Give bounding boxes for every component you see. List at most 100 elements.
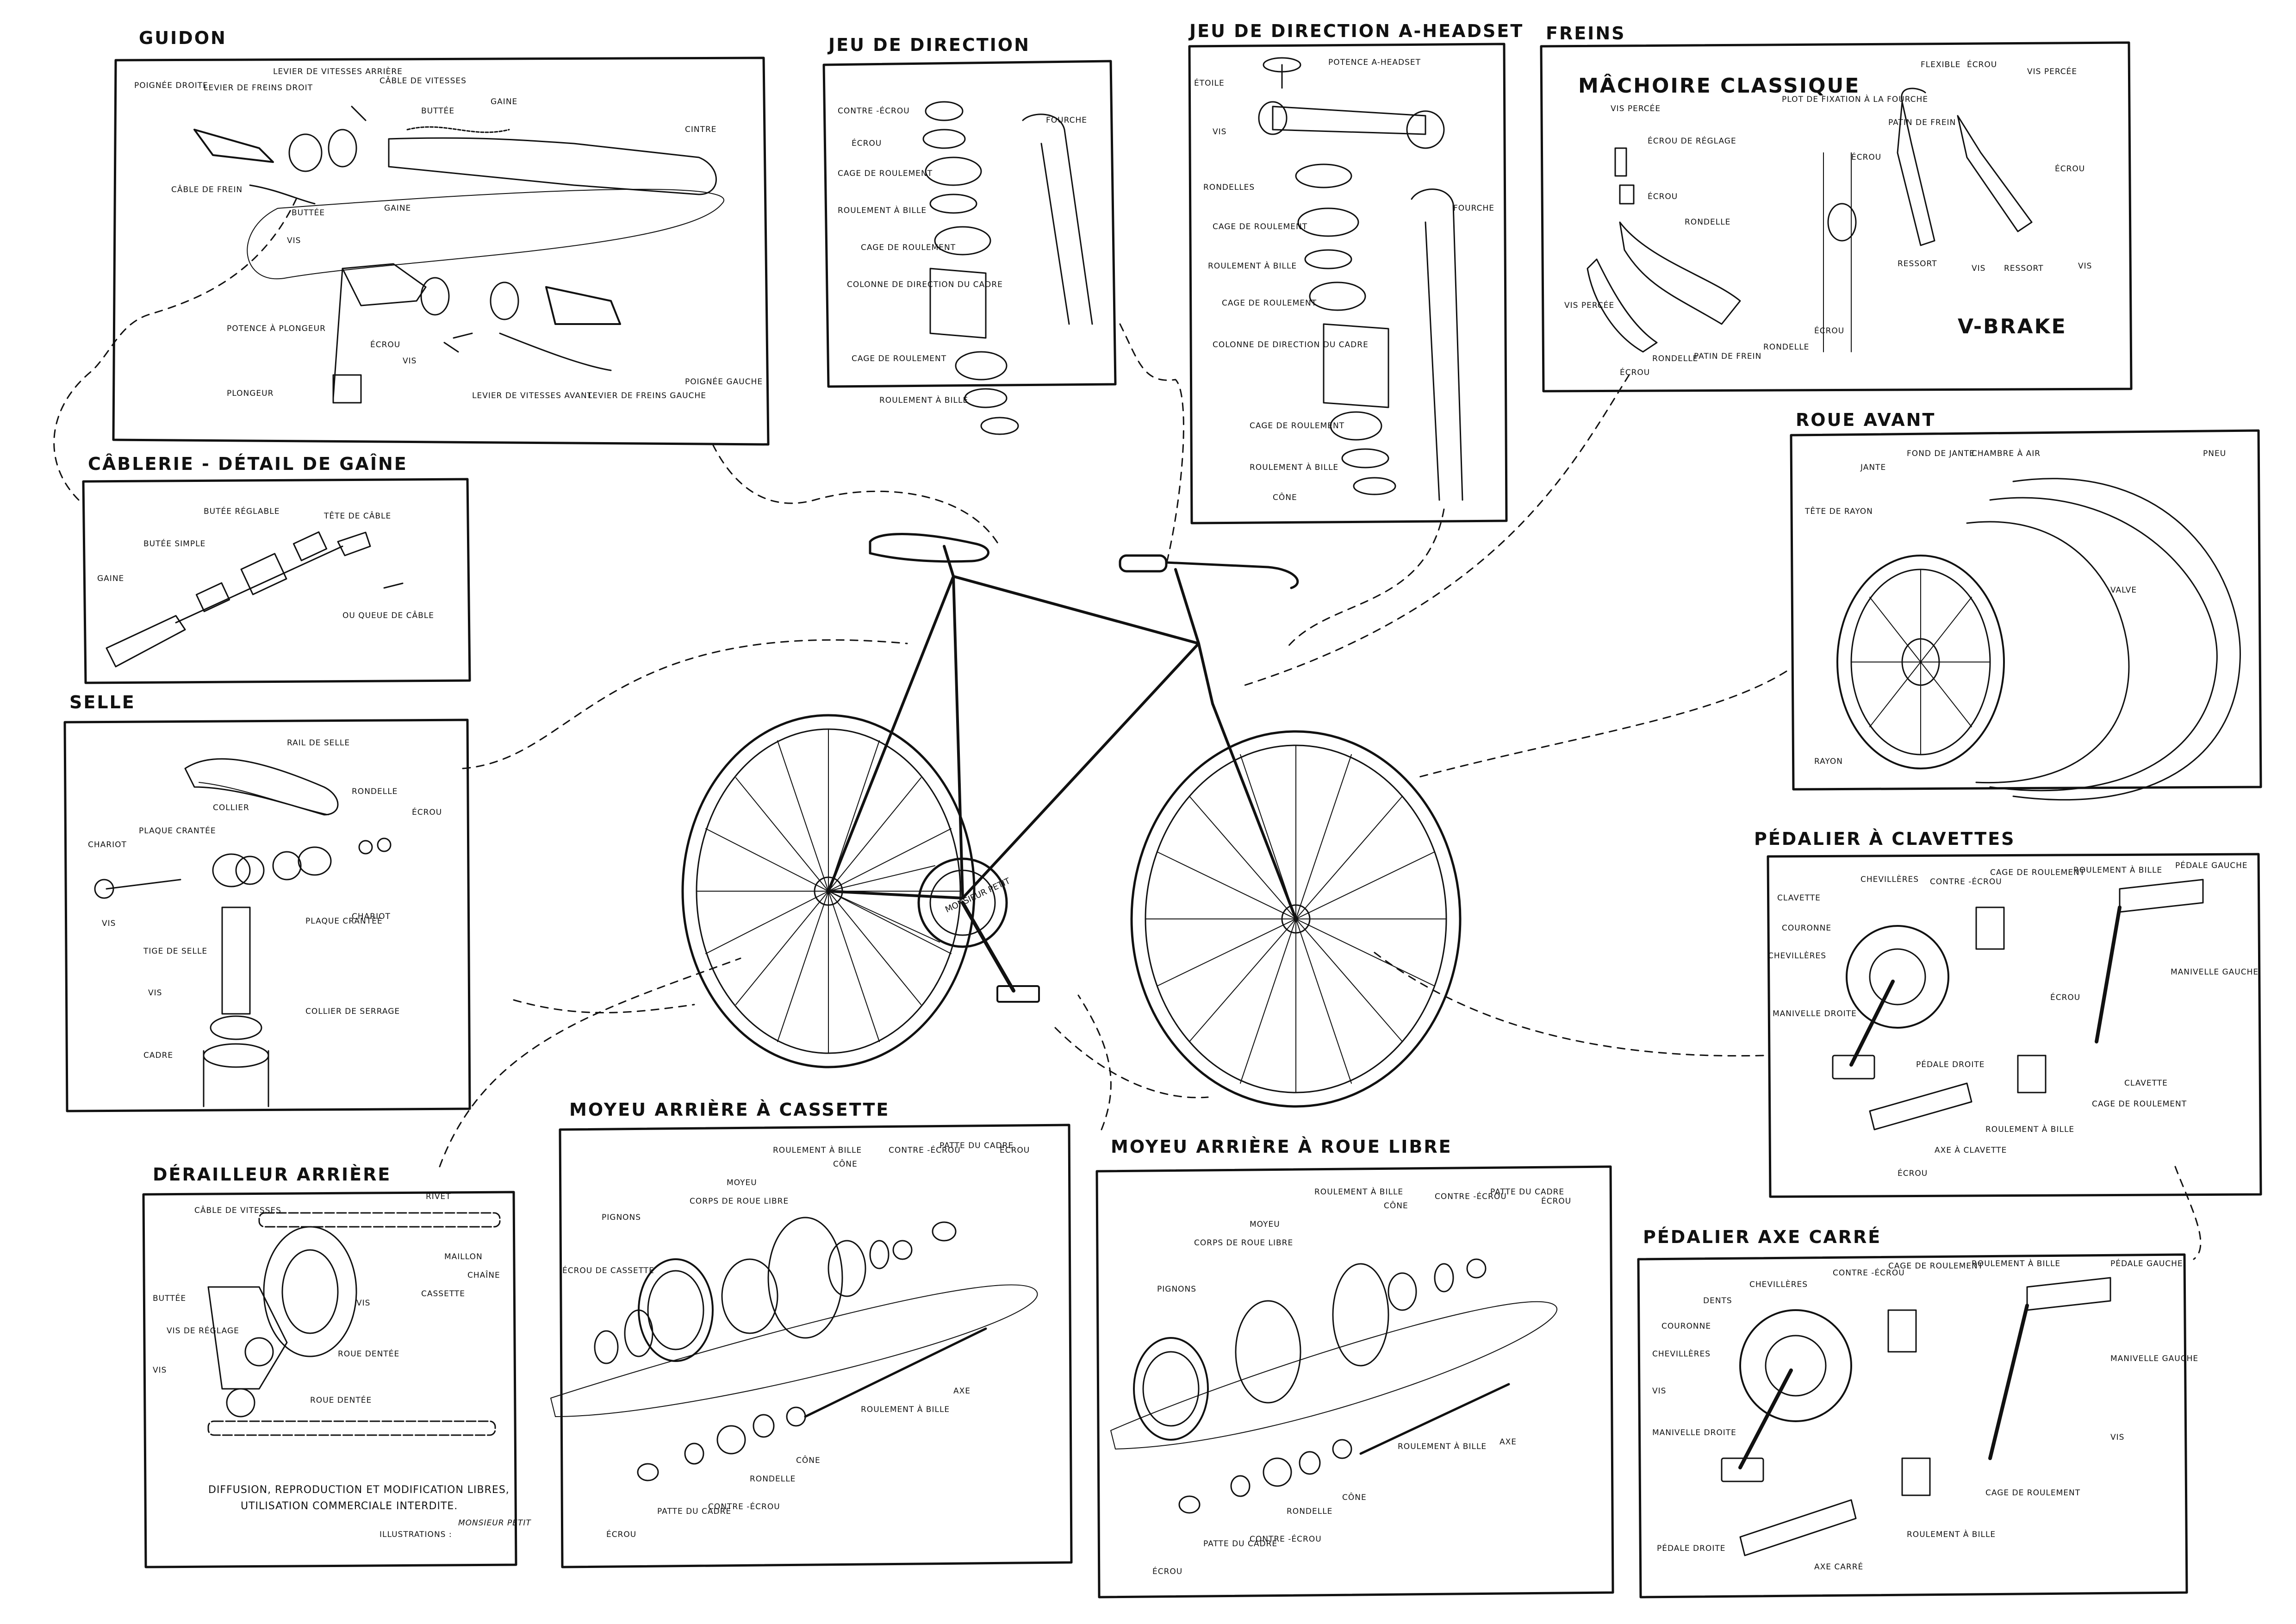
part-label: RONDELLE (1685, 218, 1730, 227)
part-label: RONDELLES (1203, 183, 1255, 192)
part-label: CORPS DE ROUE LIBRE (690, 1197, 789, 1206)
part-label: CHAÎNE (467, 1270, 500, 1280)
part-label: ROULEMENT À BILLE (2073, 865, 2162, 875)
part-label: BUTTÉE (421, 106, 454, 116)
part-label: BUTTÉE (153, 1293, 186, 1303)
part-label: COLLIER (213, 803, 249, 812)
part-label: RESSORT (2004, 264, 2043, 273)
selle-labels: RAIL DE SELLE RONDELLE ÉCROU COLLIER PLA… (88, 738, 442, 1060)
title-moyeu-roue-libre: MOYEU ARRIÈRE À ROUE LIBRE (1111, 1137, 1452, 1157)
part-label: LEVIER DE FREINS GAUCHE (588, 391, 706, 400)
part-label: ROULEMENT À BILLE (1208, 261, 1297, 271)
license-line-1: DIFFUSION, REPRODUCTION ET MODIFICATION … (208, 1484, 510, 1496)
part-label: RONDELLE (352, 787, 398, 796)
part-label: CHEVILLÈRES (1860, 874, 1919, 884)
part-label: VIS PERCÉE (1611, 103, 1661, 113)
credit-signature: MONSIEUR PETIT (458, 1518, 531, 1528)
part-label: VIS PERCÉE (1564, 300, 1614, 310)
part-label: ÉCROU (1648, 191, 1678, 201)
part-label: PIGNONS (602, 1213, 641, 1222)
part-label: FOND DE JANTE (1907, 449, 1975, 458)
part-label: CASSETTE (421, 1289, 465, 1299)
part-label: POTENCE A-HEADSET (1328, 58, 1421, 67)
a-headset-labels: ÉTOILE POTENCE A-HEADSET VIS RONDELLES C… (1194, 58, 1494, 502)
part-label: ÉCROU (1152, 1566, 1182, 1576)
guidon-labels: POIGNÉE DROITE LEVIER DE FREINS DROIT LE… (134, 66, 762, 400)
part-label: AXE (953, 1387, 971, 1396)
handlebar (1119, 554, 1299, 645)
part-label: MANIVELLE GAUCHE (2110, 1354, 2198, 1363)
part-label: CLAVETTE (1777, 893, 1821, 903)
part-label: CAGE DE ROULEMENT (1985, 1488, 2080, 1498)
part-label: VIS DE RÉGLAGE (167, 1325, 239, 1336)
a-headset-drawing (1258, 57, 1463, 501)
part-label: CONTRE -ÉCROU (1250, 1534, 1322, 1544)
cablerie-labels: BUTÉE RÉGLABLE TÊTE DE CÂBLE BUTÉE SIMPL… (97, 506, 434, 620)
freewheel-hub-drawing (1110, 1258, 1557, 1514)
part-label: CONTRE -ÉCROU (838, 106, 910, 116)
part-label: ROUE DENTÉE (338, 1349, 399, 1359)
part-label: ROULEMENT À BILLE (879, 395, 968, 405)
crankset (828, 857, 1040, 1003)
part-label: RAYON (1814, 757, 1843, 766)
part-label: CÔNE (1384, 1200, 1408, 1211)
part-label: ÉCROU (2055, 163, 2085, 174)
part-label: PÉDALE GAUCHE (2110, 1258, 2183, 1268)
derailleur-labels: CÂBLE DE VITESSES RIVET MAILLON CHAÎNE B… (153, 1192, 500, 1405)
part-label: ROULEMENT À BILLE (773, 1145, 862, 1155)
part-label: VIS (102, 919, 116, 928)
part-label: RAIL DE SELLE (287, 738, 350, 748)
part-label: VIS (1972, 264, 1985, 273)
freins-drawing (1587, 87, 2033, 353)
part-label: ÉCROU (412, 807, 442, 817)
part-label: LEVIER DE VITESSES ARRIÈRE (273, 66, 403, 76)
part-label: MANIVELLE GAUCHE (2171, 968, 2259, 977)
part-label: PÉDALE GAUCHE (2175, 860, 2248, 870)
part-label: CHEVILLÈRES (1768, 950, 1826, 961)
part-label: TÊTE DE RAYON (1804, 506, 1873, 516)
part-label: PATTE DU CADRE (1490, 1187, 1564, 1197)
part-label: ÉCROU (1000, 1145, 1030, 1155)
part-label: POTENCE À PLONGEUR (227, 323, 326, 333)
title-derailleur: DÉRAILLEUR ARRIÈRE (153, 1164, 391, 1185)
part-label: CONTRE -ÉCROU (708, 1501, 780, 1512)
part-label: AXE (1500, 1437, 1517, 1447)
part-label: COLLIER DE SERRAGE (305, 1007, 400, 1016)
part-label: PÉDALE DROITE (1657, 1543, 1725, 1553)
part-label: PLAQUE CRANTÉE (139, 825, 216, 836)
part-label: CONTRE -ÉCROU (1435, 1191, 1507, 1201)
part-label: VIS (287, 236, 301, 245)
part-label: CAGE DE ROULEMENT (1222, 299, 1317, 308)
cassette-hub-drawing (550, 1217, 1038, 1481)
part-label: BUTTÉE (292, 207, 325, 218)
part-label: CÔNE (1342, 1492, 1367, 1502)
pedalier-clavettes-drawing (1832, 879, 2204, 1131)
guidon-drawing (193, 106, 724, 404)
part-label: PATIN DE FREIN (1694, 352, 1761, 361)
part-label: RESSORT (1898, 259, 1937, 269)
part-label: PÉDALE DROITE (1916, 1059, 1985, 1069)
part-label: RONDELLE (750, 1474, 796, 1484)
part-label: PIGNONS (1157, 1285, 1196, 1294)
part-label: ÉCROU (2050, 992, 2080, 1002)
part-label: CONTRE -ÉCROU (1930, 876, 2002, 887)
part-label: PATTE DU CADRE (657, 1507, 731, 1516)
part-label: COLONNE DE DIRECTION DU CADRE (847, 280, 1003, 289)
pedalier-carre-drawing (1721, 1277, 2111, 1556)
part-label: GAINE (491, 97, 517, 106)
part-label: VIS PERCÉE (2027, 66, 2077, 76)
title-moyeu-cassette: MOYEU ARRIÈRE À CASSETTE (569, 1099, 890, 1120)
part-label: MANIVELLE DROITE (1652, 1428, 1736, 1437)
title-pedalier-clavettes: PÉDALIER À CLAVETTES (1754, 829, 2016, 849)
part-label: MOYEU (727, 1178, 757, 1187)
part-label: ÉCROU DE CASSETTE (562, 1265, 654, 1275)
part-label: ÉCROU DE RÉGLAGE (1648, 136, 1736, 146)
part-label: CÂBLE DE FREIN (171, 184, 243, 194)
title-guidon: GUIDON (139, 28, 227, 48)
part-label: CADRE (143, 1051, 173, 1060)
part-label: COLONNE DE DIRECTION DU CADRE (1213, 340, 1369, 350)
part-label: ROULEMENT À BILLE (1250, 462, 1338, 472)
roue-avant-drawing (1836, 478, 2241, 801)
pedalier-clavettes-labels: CLAVETTE CHEVILLÈRES CONTRE -ÉCROU CAGE … (1768, 860, 2259, 1178)
part-label: DENTS (1703, 1296, 1732, 1305)
